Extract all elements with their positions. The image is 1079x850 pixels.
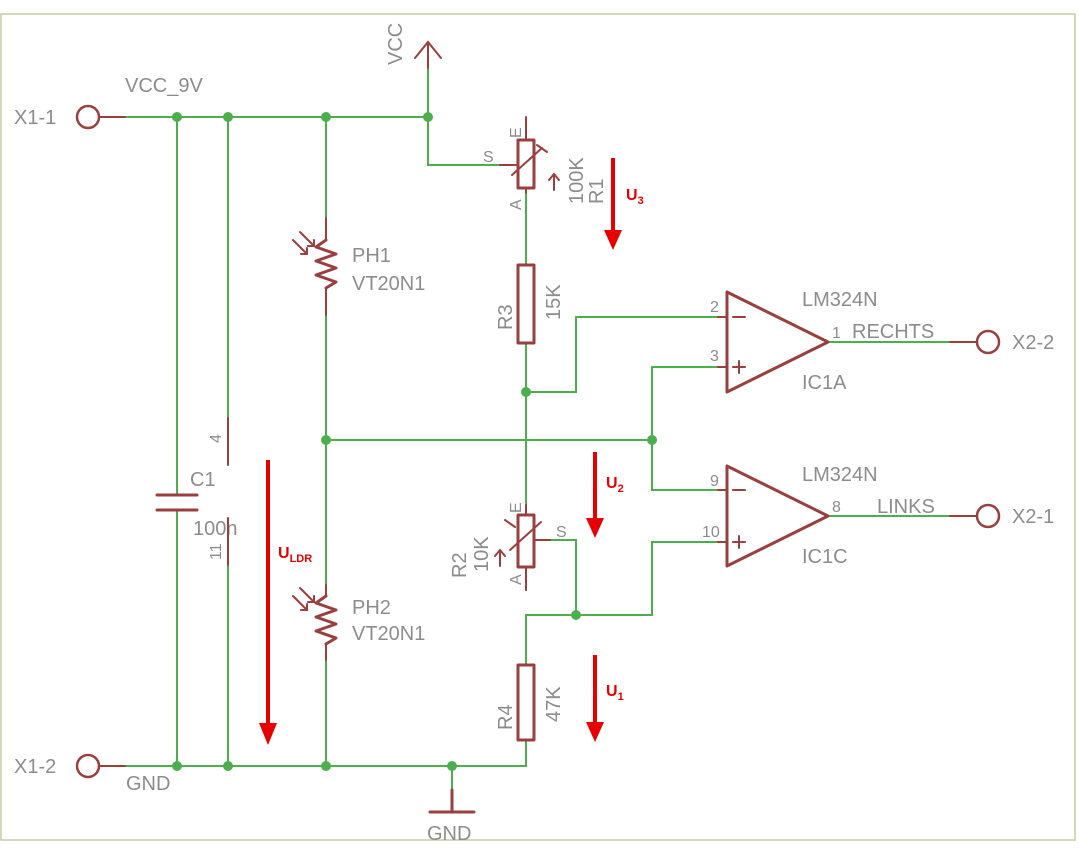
light-arrows-icon (292, 231, 315, 255)
opamp-ic1c: 9 10 8 LINKS LM324N IC1C (702, 464, 935, 568)
connector-x2-2-label: X2-2 (1012, 332, 1054, 354)
r3-value: 15K (543, 284, 565, 320)
trimmer-adjust-icon (511, 147, 543, 176)
c1-name: C1 (190, 469, 216, 491)
r1-value: 100K (566, 157, 588, 204)
light-arrows-icon (292, 587, 315, 611)
connector-x1-2-label: X1-2 (14, 756, 56, 778)
ic1c-pin-out: 8 (832, 499, 841, 516)
capacitor-c1: C1 100n (155, 469, 238, 540)
wires (99, 67, 976, 791)
trimmer-r2: E S A R2 10K (449, 502, 567, 591)
sheet-frame (0, 13, 1076, 841)
trim-arrow-icon (548, 172, 560, 191)
arrow-down-icon (586, 722, 604, 742)
net-label-vcc-9v: VCC_9V (125, 75, 203, 97)
resistor-r4: R4 47K (495, 663, 565, 742)
voltage-arrow-u3: U3 (604, 158, 644, 250)
connector-x1-1: X1-1 (14, 104, 126, 130)
ic1a-part: LM324N (802, 289, 878, 311)
gnd-supply-label: GND (427, 823, 471, 845)
r3-name: R3 (495, 304, 517, 330)
c1-value: 100n (193, 518, 238, 540)
r2-pin-a: A (508, 574, 525, 585)
opamp-triangle-icon (725, 290, 830, 394)
r1-pin-e: E (508, 127, 525, 138)
ph1-value: VT20N1 (352, 273, 425, 295)
voltage-arrow-u1: U1 (586, 655, 624, 742)
connector-x1-2: X1-2 (14, 753, 126, 779)
uldr-label: ULDR (278, 545, 312, 565)
ic1c-net-out: LINKS (877, 496, 935, 518)
connector-x2-1-label: X2-1 (1012, 506, 1054, 528)
ph1-name: PH1 (352, 245, 391, 267)
r1-pin-a: A (508, 199, 525, 210)
ic1c-part: LM324N (802, 464, 878, 486)
connector-x1-1-label: X1-1 (14, 107, 56, 129)
trim-arrow-icon (494, 548, 506, 567)
terminal-circle-icon (975, 503, 1001, 529)
ic1c-pin-plus: 10 (702, 524, 720, 541)
vcc-supply-symbol: VCC (385, 23, 442, 69)
r1-pin-s: S (483, 149, 494, 166)
gnd-supply-symbol: GND (427, 788, 476, 845)
vcc-pin-number: 4 (208, 434, 225, 443)
net-label-gnd: GND (126, 773, 170, 795)
opamp-ic1a: 2 3 1 RECHTS LM324N IC1A (710, 289, 934, 394)
voltage-arrow-uldr: ULDR (259, 460, 312, 745)
ic1a-pin-minus: 2 (710, 299, 719, 316)
arrow-down-icon (259, 723, 277, 745)
ph2-value: VT20N1 (352, 623, 425, 645)
terminal-circle-icon (75, 104, 101, 130)
r2-value: 10K (471, 536, 493, 572)
resistor-r3: R3 15K (495, 263, 565, 345)
r2-pin-e: E (508, 502, 525, 513)
u1-label: U1 (606, 683, 624, 703)
ph2-name: PH2 (352, 597, 391, 619)
terminal-circle-icon (75, 753, 101, 779)
terminal-circle-icon (975, 329, 1001, 355)
trimmer-adjust-icon (509, 521, 542, 551)
ic1a-pin-out: 1 (832, 325, 841, 342)
ic1a-name: IC1A (802, 372, 847, 394)
arrow-down-icon (586, 518, 604, 538)
r4-value: 47K (543, 686, 565, 722)
photoresistor-ph1: PH1 VT20N1 (292, 217, 425, 316)
ic1c-pin-minus: 9 (710, 473, 719, 490)
opamp-triangle-icon (725, 464, 830, 568)
ic1a-net-out: RECHTS (852, 321, 934, 343)
voltage-arrow-u2: U2 (586, 452, 624, 538)
connector-x2-1: X2-1 (949, 503, 1054, 529)
u2-label: U2 (606, 475, 624, 495)
u3-label: U3 (626, 187, 644, 207)
arrow-down-icon (604, 230, 622, 250)
trimmer-r1: E S A 100K R1 (483, 116, 608, 210)
connector-x2-2: X2-2 (949, 329, 1054, 355)
r2-pin-s: S (556, 524, 567, 541)
r2-name: R2 (449, 552, 471, 578)
vcc-supply-label: VCC (385, 23, 407, 65)
ic-power-pins: 4 11 (208, 417, 229, 566)
ic1c-name: IC1C (802, 546, 848, 568)
r4-name: R4 (495, 704, 517, 730)
gnd-pin-number: 11 (208, 543, 225, 560)
junctions (172, 112, 657, 771)
r1-name: R1 (586, 178, 608, 204)
ic1a-pin-plus: 3 (710, 348, 719, 365)
photoresistor-ph2: PH2 VT20N1 (292, 584, 425, 661)
